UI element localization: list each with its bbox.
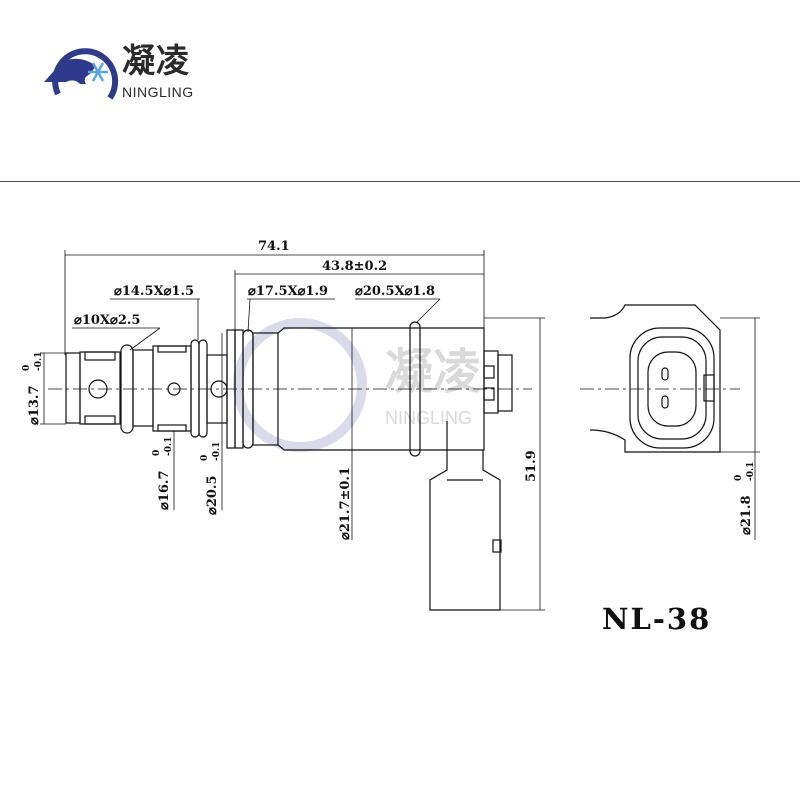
svg-text:⌀21.8: ⌀21.8: [739, 496, 754, 536]
watermark-en: NINGLING: [385, 408, 472, 428]
svg-text:51.9: 51.9: [524, 450, 539, 482]
header-divider: [0, 181, 800, 182]
svg-text:0: 0: [734, 475, 744, 481]
dim-oring-20-5: ⌀20.5X⌀1.8: [355, 284, 435, 299]
dim-dia-16-7: ⌀16.7 0 -0.1: [152, 437, 174, 510]
brand-name-cn: 凝凌: [122, 41, 190, 80]
dim-height: 51.9: [524, 450, 539, 482]
dim-overall-length: 74.1: [258, 239, 290, 254]
svg-text:-0.1: -0.1: [164, 437, 174, 456]
dim-oring-14-5: ⌀14.5X⌀1.5: [114, 284, 194, 299]
watermark: 凝凌 NINGLING: [233, 318, 481, 452]
ningling-logo-icon: [44, 48, 119, 100]
dim-oring-17-5: ⌀17.5X⌀1.9: [248, 284, 328, 299]
dim-dia-20-5: ⌀20.5 0 -0.1: [200, 442, 222, 515]
svg-text:0: 0: [152, 450, 162, 456]
svg-text:⌀20.5: ⌀20.5: [205, 476, 220, 516]
watermark-cn: 凝凌: [385, 344, 481, 400]
dim-body-length: 43.8±0.2: [322, 259, 387, 274]
dim-dia-13-7: ⌀13.7 0 -0.1: [22, 352, 44, 425]
dim-dia-21-8: ⌀21.8 0 -0.1: [734, 462, 756, 535]
svg-text:0: 0: [22, 365, 32, 371]
brand-name-en: NINGLING: [122, 84, 194, 100]
svg-text:0: 0: [200, 455, 210, 461]
svg-text:-0.1: -0.1: [34, 352, 44, 371]
dim-dia-21-7: ⌀21.7±0.1: [338, 467, 353, 540]
svg-text:-0.1: -0.1: [212, 442, 222, 461]
svg-text:⌀16.7: ⌀16.7: [157, 471, 172, 511]
dim-oring-10: ⌀10X⌀2.5: [74, 313, 140, 328]
model-number: NL-38: [602, 602, 712, 636]
svg-text:⌀21.7±0.1: ⌀21.7±0.1: [338, 467, 353, 540]
svg-text:⌀13.7: ⌀13.7: [27, 386, 42, 426]
svg-text:-0.1: -0.1: [746, 462, 756, 481]
